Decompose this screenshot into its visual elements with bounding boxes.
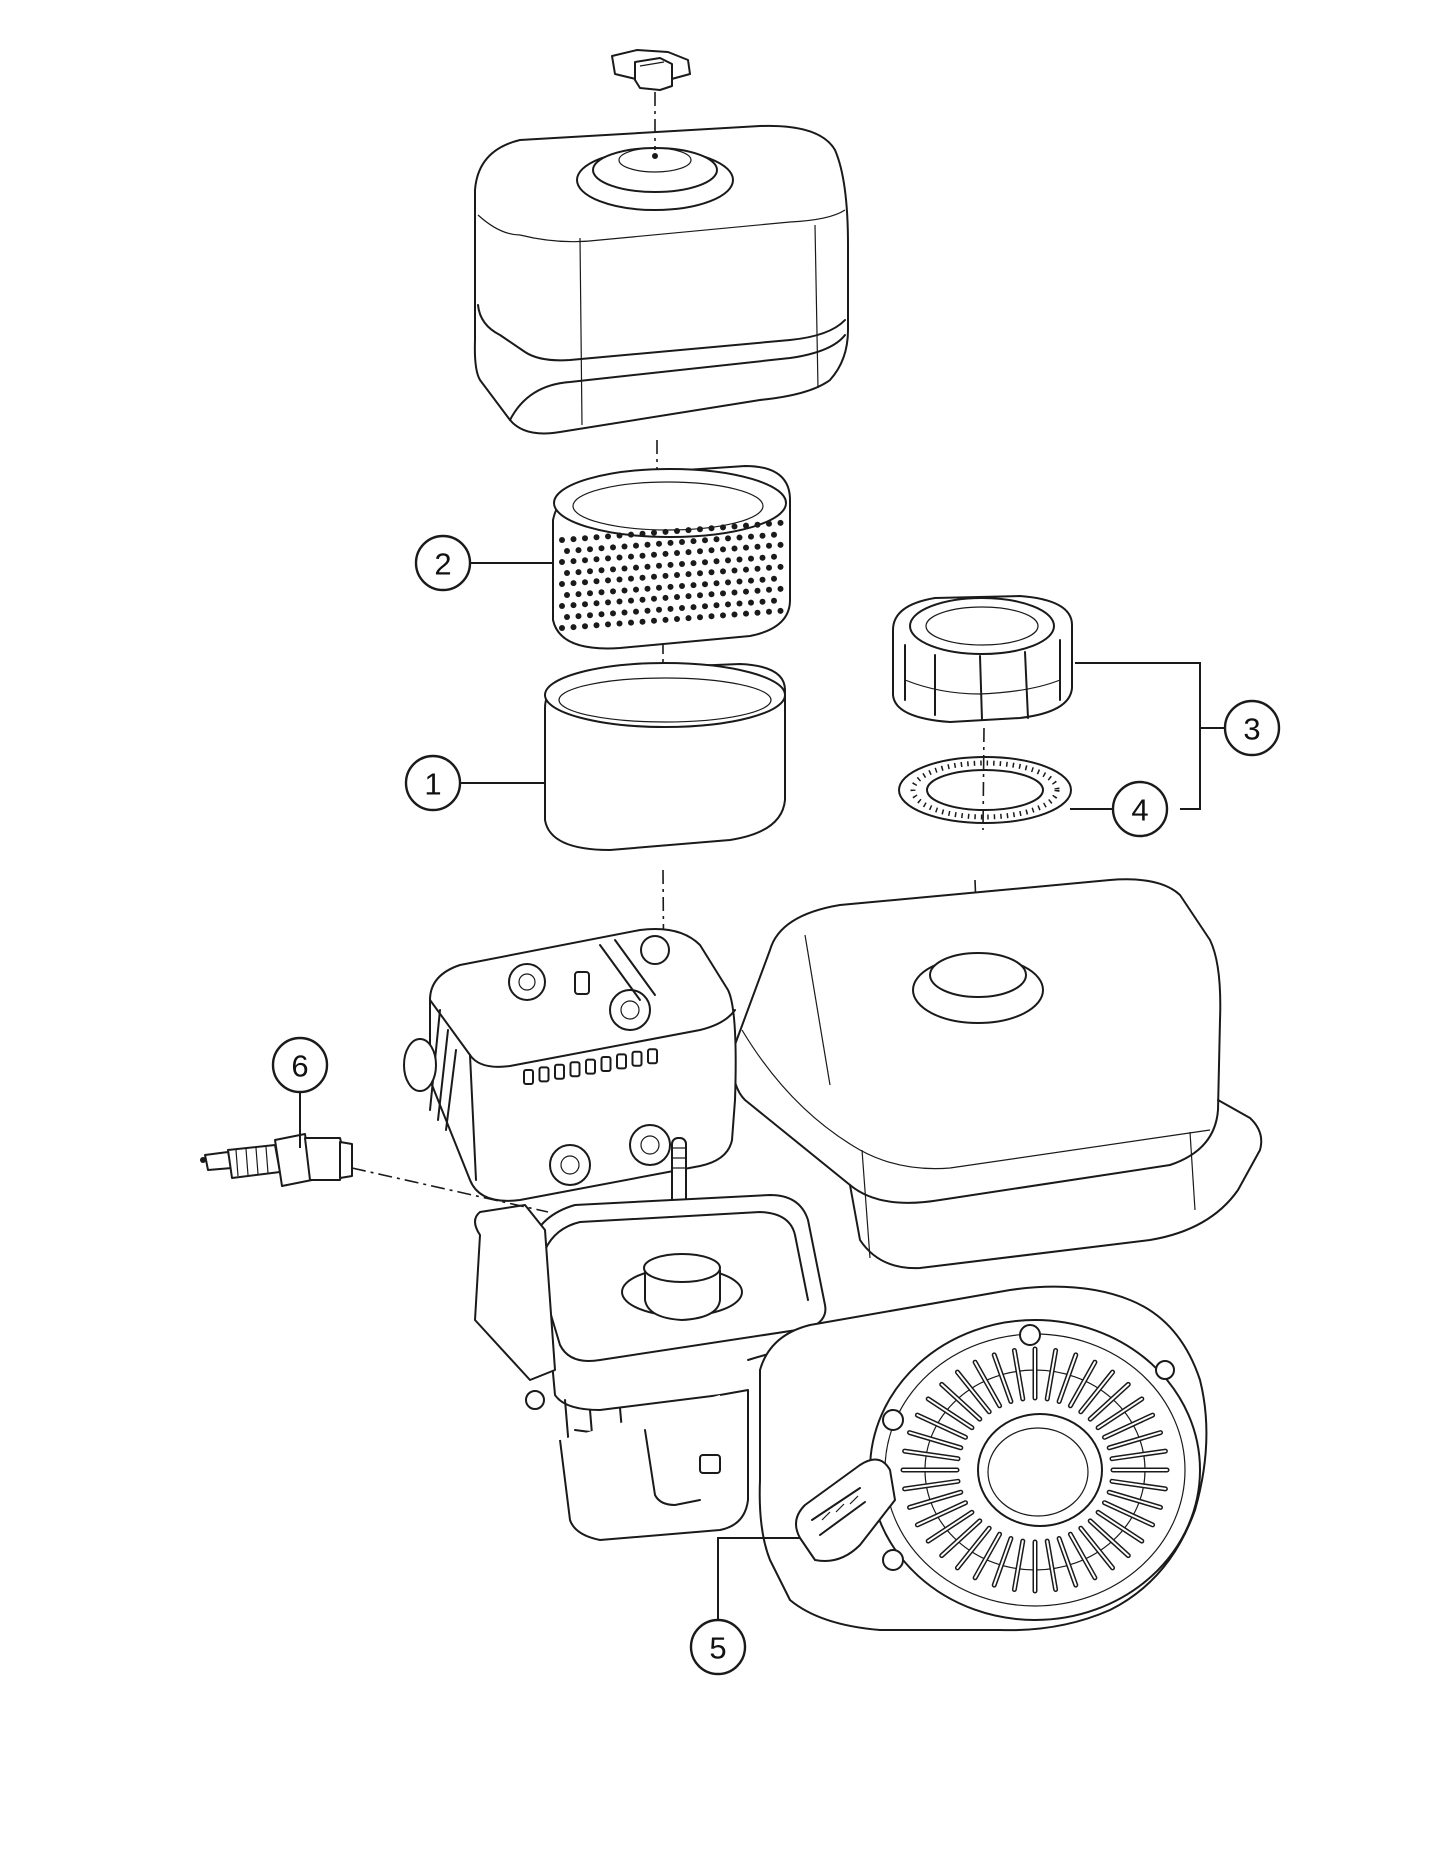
recoil-starter-handle-icon bbox=[795, 1458, 896, 1562]
engine-crankcase-icon bbox=[474, 1204, 871, 1541]
recoil-starter-housing-icon bbox=[758, 1285, 1208, 1632]
callout-label: 2 bbox=[434, 547, 451, 582]
callout-label: 6 bbox=[291, 1049, 308, 1084]
callout-5: 5 bbox=[689, 1618, 747, 1676]
callout-leader-line bbox=[717, 1537, 800, 1620]
wing-nut-icon bbox=[611, 49, 691, 91]
air-cleaner-base-icon bbox=[529, 1194, 827, 1471]
callout-leader-line bbox=[1075, 662, 1201, 810]
assembly-axis-line bbox=[351, 1167, 549, 1213]
callout-1: 1 bbox=[404, 754, 462, 812]
assembly-axis-line bbox=[982, 727, 985, 831]
callout-6: 6 bbox=[271, 1036, 329, 1094]
paper-filter-element-icon bbox=[552, 465, 791, 650]
callout-label: 1 bbox=[424, 767, 441, 802]
fuel-tank-icon bbox=[731, 878, 1263, 1270]
callout-3: 3 bbox=[1223, 699, 1281, 757]
fuel-cap-icon bbox=[892, 595, 1073, 723]
callout-label: 5 bbox=[709, 1631, 726, 1666]
callout-label: 3 bbox=[1243, 712, 1260, 747]
callout-2: 2 bbox=[414, 534, 472, 592]
cylinder-head-cover-icon bbox=[403, 928, 737, 1202]
fuel-cap-gasket-icon bbox=[898, 756, 1072, 824]
spark-plug-icon bbox=[200, 1133, 353, 1187]
foam-filter-element-icon bbox=[544, 662, 786, 851]
callout-4: 4 bbox=[1111, 780, 1169, 838]
air-cleaner-cover-icon bbox=[473, 124, 849, 435]
callout-label: 4 bbox=[1131, 793, 1148, 828]
